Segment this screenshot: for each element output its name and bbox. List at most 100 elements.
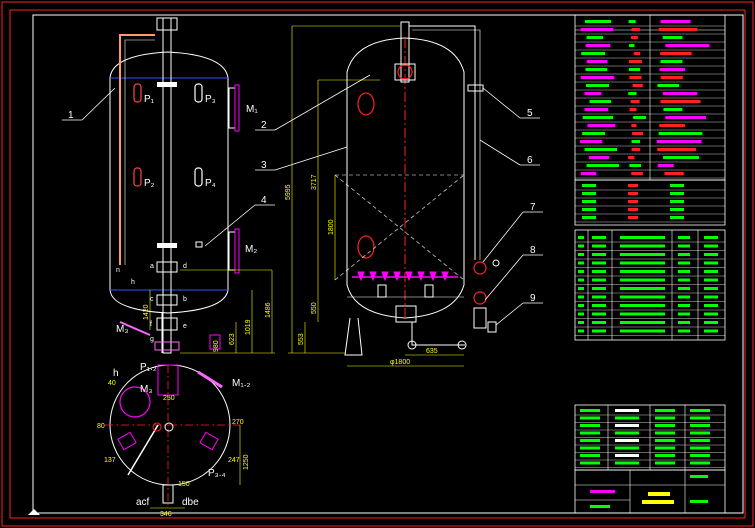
label-p34: P₃.₄ [208,468,226,479]
table-cell-bar [620,329,665,333]
plan-bottom-pipe [162,484,174,504]
callout-8: 8 [530,245,536,256]
table-cell-bar [578,244,584,248]
table-cell-bar [704,278,718,282]
dim-phi-1800: φ1800 [390,359,410,366]
callout-1: 1 [68,110,74,121]
right-bottom-outlet [395,305,417,323]
dim-5995: 5995 [285,184,292,200]
right-flowmeter [473,307,487,329]
table-cell-bar [704,312,718,316]
plan-dim-80: 80 [97,423,105,430]
table-cell-bar [690,461,710,465]
parts-list-rows [575,409,725,468]
table-cell-bar [655,424,675,427]
table-cell-bar [580,431,600,435]
tech-table-mid [574,179,726,226]
right-inner-box-1 [377,284,387,298]
table-cell-bar [588,156,610,159]
table-cell-bar [620,270,665,273]
left-sight-glass-p4 [194,167,203,187]
table-cell-bar [704,236,718,239]
callout-9: 9 [530,293,536,304]
dim-623: 623 [229,333,236,345]
table-cell-bar [629,108,637,111]
left-vent-pipe [119,34,155,265]
table-cell-bar [631,140,641,143]
dim-1420: 1420 [143,304,150,320]
table-cell-bar [584,92,602,95]
right-sight-lower [357,235,375,259]
label-plan-m3: M₃ [140,384,152,395]
dim-1486: 1486 [265,302,272,318]
table-cell-bar [615,416,639,420]
table-cell-bar [657,164,674,167]
right-leg [344,317,363,356]
right-bottom-valve-2 [457,340,467,350]
table-cell-bar [657,84,680,87]
table-cell-bar [592,295,606,299]
table-cell-bar [580,409,600,412]
right-side-pipe-inner [412,29,481,260]
table-cell-bar [578,312,584,316]
left-manhole-m1-flange [234,84,240,132]
table-cell-bar [592,270,606,273]
plan-dim-150: 150 [178,481,190,488]
table-cell-bar [620,312,665,316]
table-cell-bar [665,44,710,47]
right-bottom-valve-1 [407,340,417,350]
table-cell-bar [660,20,691,23]
title-block [574,469,726,514]
table-cell-bar [678,253,690,256]
plan-dim-1250: 1250 [243,454,250,470]
table-cell-bar [620,321,665,324]
table-cell-bar [620,236,665,239]
table-cell-bar [620,295,665,299]
left-manhole-m3 [119,321,151,336]
table-cell-bar [704,261,718,265]
table-cell-bar [580,439,600,442]
table-cell-bar [660,60,683,63]
dim-980: 980 [213,340,220,352]
table-cell-bar [656,140,702,143]
table-cell-bar [670,216,684,219]
table-cell-bar [578,270,584,273]
right-inner-box-2 [424,284,434,298]
table-cell-bar [660,100,701,103]
right-side-pipe [409,25,476,260]
table-cell-bar [678,244,690,248]
table-cell-bar [578,329,584,333]
callout-5: 5 [527,108,533,119]
left-nozzle-4 [195,241,203,248]
table-cell-bar [664,172,684,175]
table-cell-bar [704,287,718,290]
table-cell-bar [592,253,606,256]
plan-dim-250: 250 [163,395,175,402]
label-p3: P₃ [205,94,216,105]
left-pipe-clamp-2 [157,243,177,248]
table-cell-bar [620,261,665,265]
label-f: f [150,321,152,328]
table-cell-bar [592,261,606,265]
table-cell-bar [659,68,686,71]
table-cell-bar [628,216,638,219]
right-vessel: 5995 3717 1800 550 553 635 φ1800 [285,21,500,367]
table-cell-bar [655,454,675,457]
table-cell-bar [620,244,665,248]
table-cell-bar [670,184,684,187]
plan-manhole-m12 [197,370,223,389]
table-cell-bar [678,287,690,290]
table-cell-bar [592,236,606,239]
label-dbe: dbe [182,497,199,508]
table-cell-bar [704,295,718,299]
table-cell-bar [658,132,703,135]
table-cell-bar [690,439,710,442]
left-valve-a [156,261,178,273]
table-cell-bar [615,409,639,412]
dim-635: 635 [426,348,438,355]
table-cell-bar [678,312,690,316]
table-cell-bar [631,172,643,175]
table-cell-bar [582,192,596,195]
table-cell-bar [629,76,642,79]
